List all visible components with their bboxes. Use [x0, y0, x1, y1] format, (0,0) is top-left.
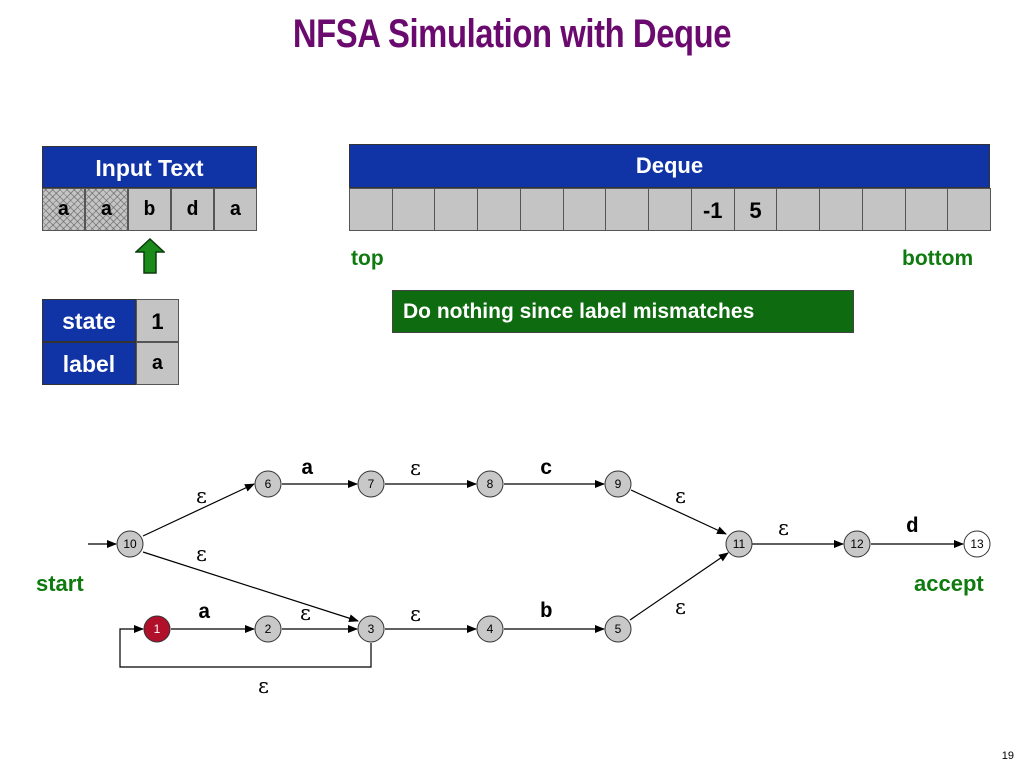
deque-cell	[904, 188, 949, 231]
state-node-3: 3	[357, 615, 385, 643]
deque-cell	[819, 188, 863, 231]
state-label: state	[42, 299, 136, 342]
edge-label-8-9: c	[540, 458, 553, 481]
input-cell-consumed: a	[85, 188, 128, 231]
edge-label-7-8: ε	[410, 456, 421, 480]
deque-cell	[562, 188, 607, 231]
input-cell-consumed: a	[42, 188, 85, 231]
label-label: label	[42, 342, 136, 385]
deque-bottom-label: bottom	[902, 247, 974, 270]
deque-top-label: top	[351, 247, 384, 270]
svg-text:6: 6	[265, 477, 272, 491]
status-message: Do nothing since label mismatches	[392, 290, 854, 333]
deque-cell	[947, 188, 991, 231]
state-value: 1	[136, 299, 179, 342]
svg-text:8: 8	[487, 477, 494, 491]
deque-cell: -1	[690, 188, 735, 231]
input-text-header: Input Text	[42, 146, 257, 188]
page-number: 19	[1001, 750, 1014, 762]
edge-label-5-11: ε	[675, 595, 686, 619]
deque-cell	[861, 188, 906, 231]
deque-cell: 5	[733, 188, 778, 231]
deque-cell	[434, 188, 479, 231]
edge-label-1-2: a	[198, 602, 211, 625]
state-node-6: 6	[254, 470, 282, 498]
edge-label-9-11: ε	[675, 484, 686, 508]
deque-header: Deque	[349, 144, 990, 188]
svg-text:13: 13	[970, 537, 984, 551]
edge-label-10-6: ε	[196, 484, 207, 508]
deque-cell	[477, 188, 521, 231]
state-node-13-accept: 13	[963, 530, 991, 558]
start-label: start	[36, 571, 84, 596]
page-title: NFSA Simulation with Deque	[292, 12, 732, 56]
edge-3-1	[119, 625, 372, 668]
edge-label-3-4: ε	[410, 602, 421, 626]
edge-label-6-7: a	[301, 458, 314, 481]
deque-cell	[349, 188, 393, 231]
input-pointer-arrow-icon	[135, 238, 165, 274]
edge-label-11-12: ε	[778, 516, 789, 540]
svg-text:5: 5	[615, 622, 622, 636]
deque-cell	[391, 188, 436, 231]
state-node-2: 2	[254, 615, 282, 643]
input-cell: d	[171, 188, 214, 231]
state-node-1-current: 1	[143, 615, 171, 643]
state-node-4: 4	[476, 615, 504, 643]
edge-label-2-3: ε	[300, 601, 311, 625]
edge-10-6	[142, 483, 255, 537]
input-cell: b	[128, 188, 171, 231]
edge-9-11	[630, 489, 727, 535]
state-node-10: 10	[116, 530, 144, 558]
svg-text:10: 10	[123, 537, 137, 551]
edge-label-3-1: ε	[258, 674, 269, 698]
state-node-8: 8	[476, 470, 504, 498]
svg-text:1: 1	[154, 622, 161, 636]
accept-label: accept	[914, 571, 984, 596]
svg-text:3: 3	[368, 622, 375, 636]
svg-text:2: 2	[265, 622, 272, 636]
deque-cell	[648, 188, 692, 231]
label-value: a	[136, 342, 179, 385]
edge-label-12-13: d	[906, 516, 919, 539]
state-node-9: 9	[604, 470, 632, 498]
input-cell: a	[214, 188, 257, 231]
svg-text:9: 9	[615, 477, 622, 491]
state-node-11: 11	[725, 530, 753, 558]
state-node-7: 7	[357, 470, 385, 498]
state-node-12: 12	[843, 530, 871, 558]
edge-10-3	[142, 551, 359, 623]
edge-label-10-3: ε	[196, 542, 207, 566]
edge-5-11	[629, 552, 729, 621]
svg-text:4: 4	[487, 622, 494, 636]
svg-text:12: 12	[850, 537, 864, 551]
edge-label-4-5: b	[540, 601, 553, 624]
svg-text:11: 11	[733, 537, 746, 551]
svg-text:7: 7	[368, 477, 375, 491]
state-node-5: 5	[604, 615, 632, 643]
